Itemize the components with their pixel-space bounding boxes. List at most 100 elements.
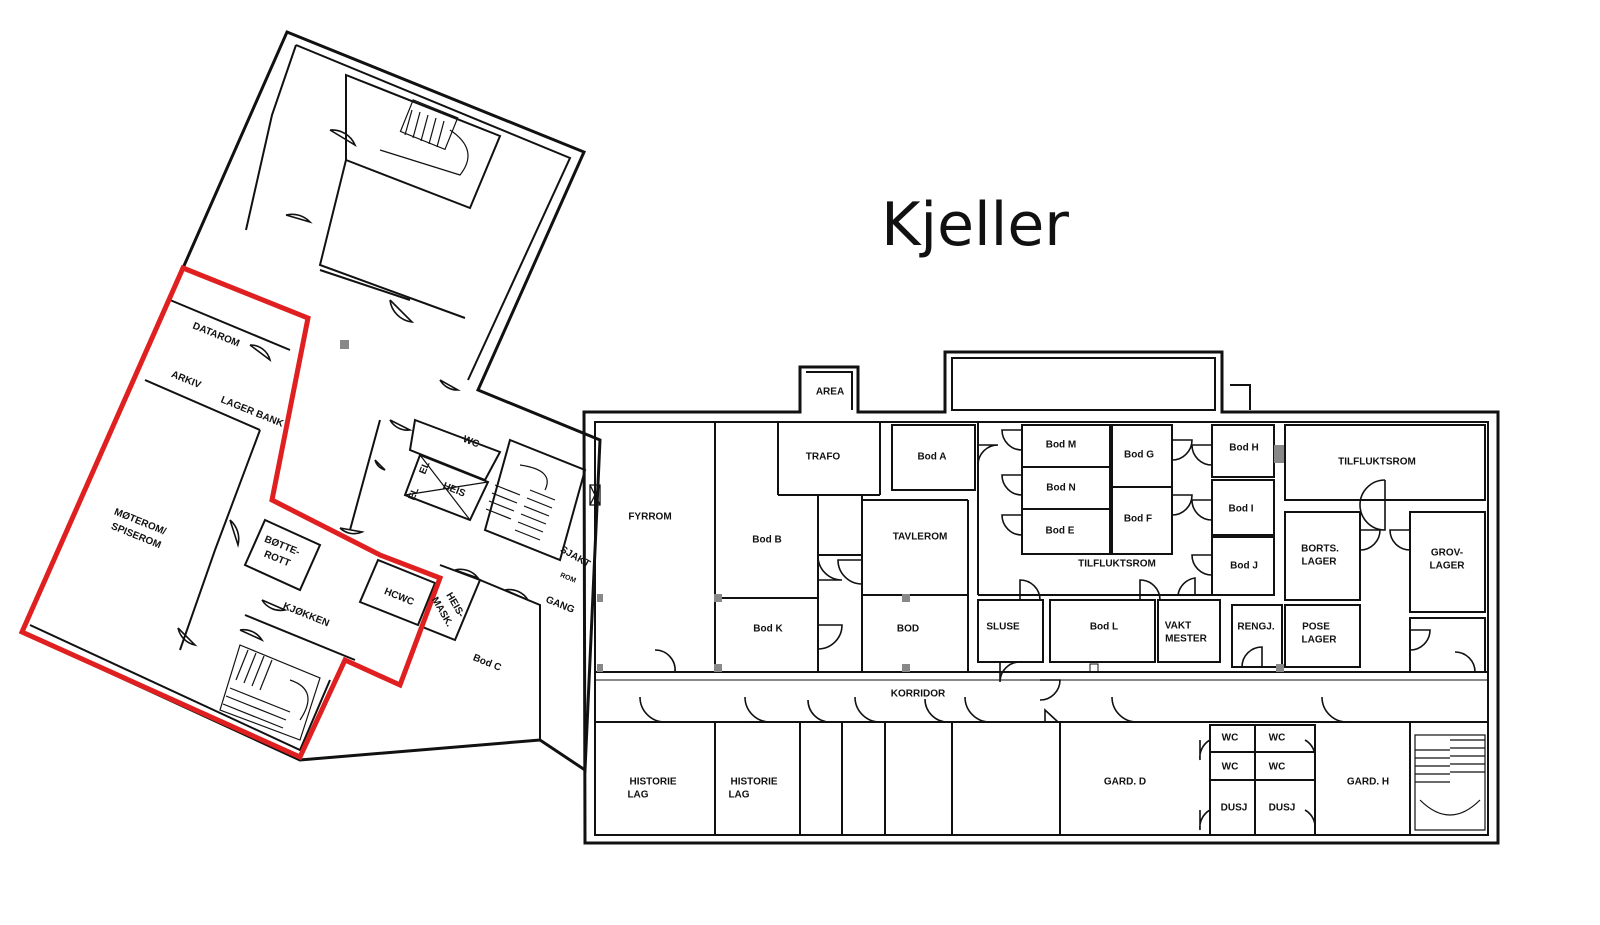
botterom bbox=[243, 518, 322, 592]
kjokken-south-wall bbox=[244, 614, 356, 661]
room-label: TAVLEROM bbox=[893, 532, 948, 543]
column bbox=[340, 340, 349, 349]
door bbox=[1359, 529, 1381, 551]
upper-stairs bbox=[379, 99, 469, 176]
room-label: POSE bbox=[1302, 622, 1330, 633]
door bbox=[807, 699, 831, 723]
column bbox=[597, 664, 603, 672]
room-label: GANG bbox=[544, 594, 576, 616]
room-label: Bod H bbox=[1229, 443, 1258, 454]
room-label: HISTORIE bbox=[730, 777, 777, 788]
moterom-east-wall bbox=[179, 429, 261, 651]
room-label: HCWC bbox=[382, 586, 415, 608]
room-label: VAKT bbox=[1165, 621, 1191, 632]
room-label: Bod E bbox=[1046, 526, 1075, 537]
door bbox=[339, 527, 365, 535]
dataroom-wall bbox=[169, 299, 291, 351]
room-label: MESTER bbox=[1165, 634, 1207, 645]
room-label: Bod N bbox=[1046, 483, 1075, 494]
door bbox=[1044, 708, 1061, 723]
arkiv-wall bbox=[144, 379, 261, 431]
room-label: HISTORIE bbox=[629, 777, 676, 788]
room-label: Bod J bbox=[1230, 561, 1258, 572]
door bbox=[329, 129, 357, 147]
room-label: RENGJ. bbox=[1237, 622, 1274, 633]
sluse-room bbox=[977, 599, 1044, 663]
door bbox=[837, 559, 863, 585]
door bbox=[924, 698, 949, 723]
vaktmester-room bbox=[1157, 599, 1221, 663]
door bbox=[439, 379, 461, 391]
left-wing-inner-wall-south bbox=[29, 624, 331, 752]
room-label: Bod M bbox=[1046, 440, 1077, 451]
door bbox=[454, 568, 481, 580]
room-label: GARD. H bbox=[1347, 777, 1389, 788]
room-label: Bod G bbox=[1124, 450, 1154, 461]
room-label: KORRIDOR bbox=[891, 689, 946, 700]
door bbox=[1454, 651, 1476, 673]
door bbox=[389, 299, 415, 324]
left-wing-outer-wall bbox=[20, 30, 602, 773]
door bbox=[1171, 494, 1193, 516]
west-core-wall bbox=[349, 419, 381, 531]
column bbox=[1089, 663, 1099, 673]
room-label: Bod A bbox=[917, 452, 946, 463]
room-label: LAG bbox=[627, 790, 648, 801]
upper-room bbox=[318, 159, 466, 319]
room-label: EL bbox=[407, 486, 422, 502]
door bbox=[654, 649, 676, 673]
right-wing-outer-wall bbox=[582, 350, 1500, 845]
column bbox=[1276, 664, 1284, 672]
door bbox=[1001, 474, 1023, 496]
column bbox=[714, 664, 722, 672]
door bbox=[1199, 809, 1211, 831]
highlighted-area bbox=[18, 264, 444, 761]
room-labels: DATAROM ARKIV LAGER BANK MØTEROM/ SPISER… bbox=[109, 321, 1465, 814]
room-label: Bod C bbox=[471, 653, 502, 674]
door bbox=[639, 696, 666, 723]
bod-l-room bbox=[1049, 599, 1156, 663]
left-wing bbox=[20, 30, 602, 773]
mid-wall bbox=[319, 269, 411, 301]
room-label: TRAFO bbox=[806, 452, 841, 463]
door bbox=[817, 555, 843, 581]
area-room bbox=[806, 371, 853, 410]
room-label: Bod K bbox=[753, 624, 783, 635]
grov-lager-room bbox=[1409, 511, 1486, 613]
door bbox=[285, 213, 313, 224]
room-label: LAGER bbox=[1302, 635, 1338, 646]
room-label: Bod B bbox=[752, 535, 781, 546]
room-label: WC bbox=[1269, 762, 1286, 773]
door bbox=[389, 419, 413, 431]
rengj-room bbox=[1231, 604, 1283, 668]
top-bay bbox=[951, 357, 1216, 411]
core-stair-treads bbox=[485, 484, 556, 541]
room-label: ROM bbox=[559, 572, 577, 585]
door bbox=[1321, 696, 1348, 723]
door bbox=[229, 519, 240, 548]
room-label: LAGER BANK bbox=[219, 395, 286, 430]
room-label: SLUSE bbox=[986, 622, 1020, 633]
borts-lager-room bbox=[1284, 511, 1361, 601]
door bbox=[977, 444, 999, 466]
room-label: TILFLUKTSROM bbox=[1078, 559, 1156, 570]
door bbox=[964, 696, 991, 723]
door bbox=[854, 696, 881, 723]
column bbox=[1274, 445, 1284, 463]
door bbox=[1191, 554, 1213, 576]
door bbox=[1111, 696, 1138, 723]
room-label: SJAKT bbox=[558, 544, 592, 570]
door bbox=[1199, 739, 1211, 761]
column bbox=[902, 664, 910, 672]
room-label: WC bbox=[1222, 762, 1239, 773]
small-niche bbox=[1230, 384, 1251, 410]
hcwc-room bbox=[358, 558, 437, 627]
room-label: LAGER bbox=[1430, 561, 1466, 572]
core-stairs bbox=[483, 438, 587, 562]
door bbox=[1389, 529, 1411, 551]
room-label: AREA bbox=[816, 387, 844, 398]
east-stairs bbox=[1414, 734, 1486, 831]
column bbox=[902, 594, 910, 602]
door bbox=[1241, 646, 1263, 668]
